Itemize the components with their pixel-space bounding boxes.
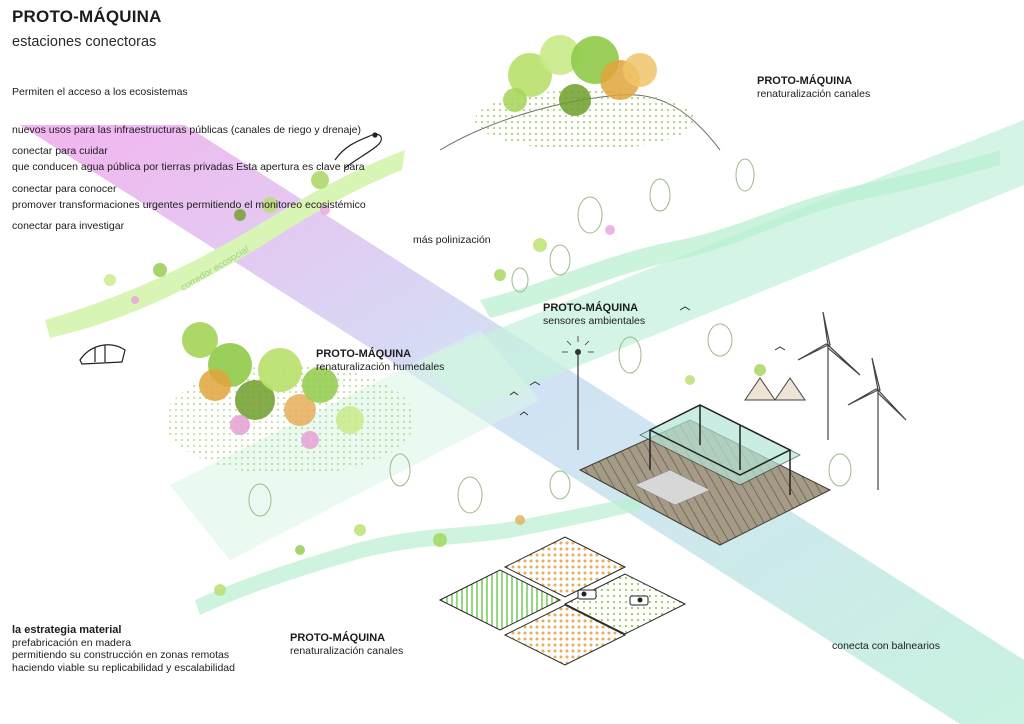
strategy-line: haciendo viable su replicabilidad y esca… bbox=[12, 661, 235, 674]
intro-line: promover transformaciones urgentes permi… bbox=[12, 198, 366, 211]
cow-icon bbox=[577, 589, 649, 606]
label-canales-top: PROTO-MÁQUINA renaturalización canales bbox=[757, 75, 870, 100]
label-head: PROTO-MÁQUINA bbox=[316, 348, 412, 360]
ecological-corridor bbox=[45, 150, 405, 338]
label-humedales: PROTO-MÁQUINA renaturalización humedales bbox=[316, 348, 444, 373]
river-band-middle bbox=[480, 150, 1000, 318]
intro-line: que conducen agua pública por tierras pr… bbox=[12, 161, 365, 173]
armadillo-icon bbox=[79, 344, 126, 365]
intro-text: Permiten el acceso a los ecosistemas nue… bbox=[12, 61, 366, 224]
pollination-note: más polinización bbox=[413, 234, 491, 246]
page-subtitle: estaciones conectoras bbox=[12, 34, 157, 50]
connect-list: conectar para cuidar conectar para conoc… bbox=[12, 120, 124, 245]
timber-platform bbox=[578, 404, 832, 546]
label-sub: sensores ambientales bbox=[543, 314, 646, 327]
strategy-line: prefabricación en madera bbox=[12, 636, 132, 649]
crop-fields bbox=[438, 536, 687, 666]
hill-canales bbox=[439, 35, 721, 151]
label-head: PROTO-MÁQUINA bbox=[543, 302, 639, 314]
label-sub: renaturalización canales bbox=[290, 644, 404, 657]
intro-line: Permiten el acceso a los ecosistemas bbox=[12, 86, 188, 98]
strategy-head: la estrategia material bbox=[12, 624, 122, 636]
material-strategy: la estrategia material prefabricación en… bbox=[12, 624, 235, 674]
label-canales-bottom: PROTO-MÁQUINA renaturalización canales bbox=[290, 632, 403, 657]
label-head: PROTO-MÁQUINA bbox=[757, 75, 853, 87]
page-title: PROTO-MÁQUINA bbox=[12, 7, 162, 26]
vegetation-clusters bbox=[104, 171, 766, 596]
label-sub: renaturalización canales bbox=[757, 87, 871, 100]
sensor-mast-icon bbox=[562, 336, 594, 450]
connect-item: conectar para cuidar bbox=[12, 145, 108, 157]
beaches-note: conecta con balnearios bbox=[832, 640, 940, 652]
river-band-lower bbox=[195, 495, 640, 615]
strategy-line: permitiendo su construcción en zonas rem… bbox=[12, 649, 230, 661]
tent-icon bbox=[744, 377, 806, 401]
tree-group bbox=[248, 158, 852, 517]
connect-item: conectar para conocer bbox=[12, 182, 117, 195]
wetland-humedales bbox=[165, 322, 415, 475]
diagonal-band bbox=[20, 125, 1024, 724]
intro-line: nuevos usos para las infraestructuras pú… bbox=[12, 123, 362, 136]
lizard-icon bbox=[334, 132, 382, 169]
wind-turbine-icon bbox=[797, 311, 907, 490]
connect-item: conectar para investigar bbox=[12, 220, 125, 232]
label-sensores: PROTO-MÁQUINA sensores ambientales bbox=[543, 302, 645, 327]
label-head: PROTO-MÁQUINA bbox=[290, 632, 386, 644]
label-sub: renaturalización humedales bbox=[316, 360, 445, 373]
bird-icon bbox=[509, 306, 786, 416]
